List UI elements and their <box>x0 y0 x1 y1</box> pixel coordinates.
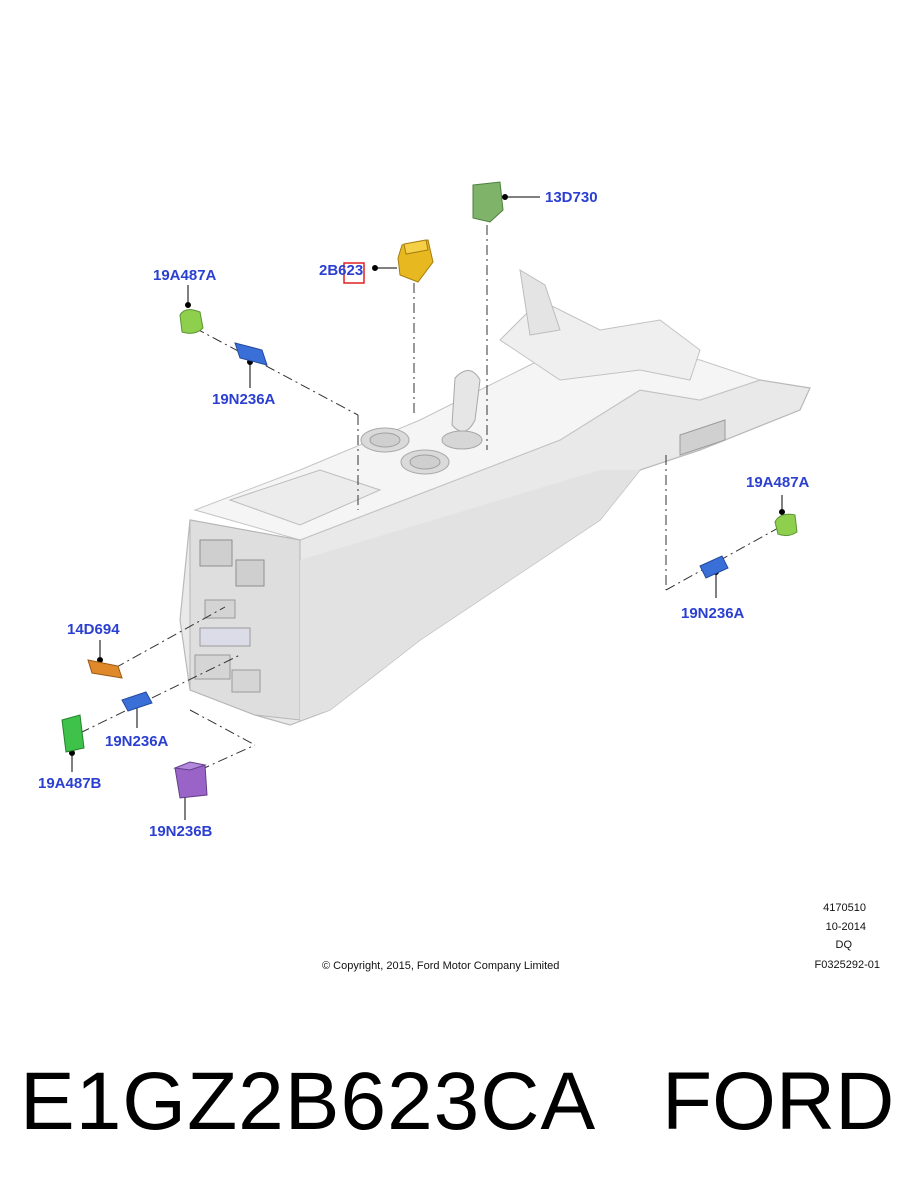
part-19N236A-top-bulb[interactable] <box>234 342 268 366</box>
part-19N236A-right-bulb[interactable] <box>699 555 729 579</box>
part-13D730[interactable] <box>472 181 504 223</box>
part-19A487B-cap[interactable] <box>61 714 85 753</box>
part-number-title: E1GZ2B623CA <box>20 1056 597 1147</box>
callout-19A487B[interactable]: 19A487B <box>38 775 102 792</box>
callout-19N236B[interactable]: 19N236B <box>149 823 213 840</box>
ref-number: 4170510 <box>823 902 866 914</box>
part-2B623-cupholder-insert[interactable] <box>397 239 434 283</box>
parts-diagram: 13D730 2B623 19A487A 19N236A 19A487A 19N… <box>38 181 880 972</box>
callout-19N236A-bottom[interactable]: 19N236A <box>105 733 169 750</box>
figure-number: F0325292-01 <box>815 959 880 971</box>
leader-lines <box>79 225 781 771</box>
callout-14D694[interactable]: 14D694 <box>67 621 120 638</box>
highlight-box <box>343 262 365 284</box>
diagram-date: 10-2014 <box>826 921 866 933</box>
part-19N236A-bottom-bulb[interactable] <box>121 691 153 712</box>
copyright-notice: © Copyright, 2015, Ford Motor Company Li… <box>322 960 559 972</box>
callout-19N236A-top[interactable]: 19N236A <box>212 391 276 408</box>
diagram-code: DQ <box>836 939 853 951</box>
callout-19A487A-left[interactable]: 19A487A <box>153 267 217 284</box>
center-console <box>179 269 811 726</box>
part-19A487A-left-cap[interactable] <box>179 309 204 334</box>
part-14D694[interactable] <box>87 659 123 679</box>
callout-19N236A-right[interactable]: 19N236A <box>681 605 745 622</box>
callout-13D730[interactable]: 13D730 <box>545 189 598 206</box>
part-19N236B-housing[interactable] <box>173 761 208 799</box>
callout-2B623[interactable]: 2B623 <box>319 262 363 279</box>
callout-19A487A-right[interactable]: 19A487A <box>746 474 810 491</box>
part-19A487A-right-cap[interactable] <box>774 513 798 537</box>
brand-name: FORD <box>662 1056 895 1147</box>
